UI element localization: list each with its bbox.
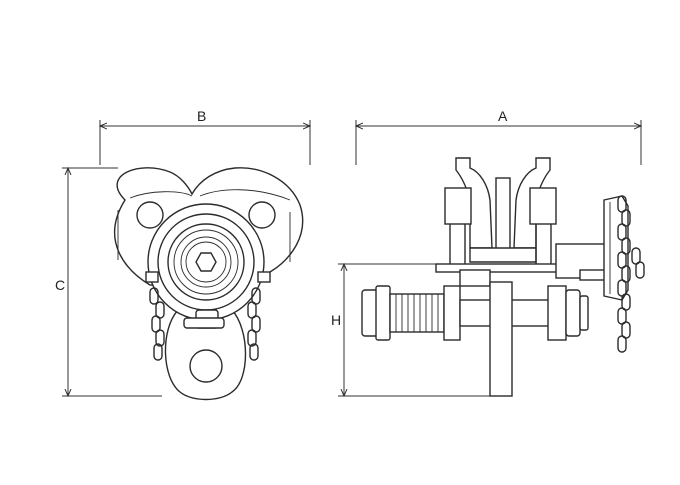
gear-hub [147,203,265,329]
front-view: B C [55,108,310,401]
dimension-a: A [356,108,641,165]
threaded-shaft [361,285,589,341]
dimension-b: B [100,108,310,165]
dimension-c: C [55,168,162,396]
load-plate [489,281,513,397]
front-chain-left [149,287,165,361]
side-view: A H [331,108,645,397]
dimension-h-label: H [331,312,341,328]
dimension-a-label: A [498,108,508,124]
dimension-b-label: B [197,108,206,124]
hand-chain-wheel [603,195,645,353]
dimension-c-label: C [55,277,65,293]
dimension-h: H [331,264,500,396]
beam-and-wheels [444,157,557,268]
front-chain-right [247,287,261,361]
hook-plate [164,309,247,401]
